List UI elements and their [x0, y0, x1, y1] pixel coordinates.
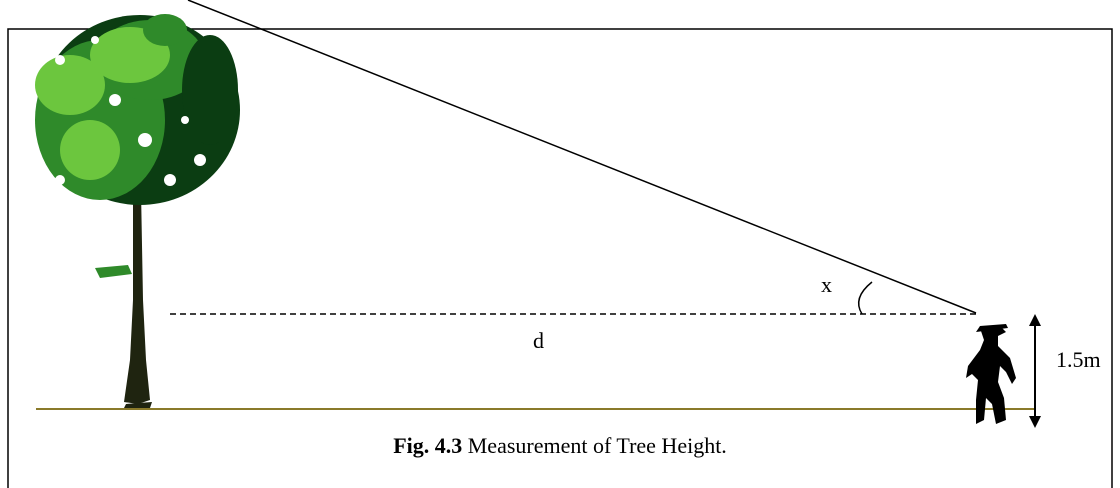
- sight-line: [187, 0, 977, 314]
- angle-label: x: [821, 272, 832, 297]
- angle-arc: [857, 281, 873, 315]
- figure-caption: Fig. 4.3 Measurement of Tree Height.: [0, 433, 1120, 459]
- figure-border: [7, 28, 1113, 488]
- height-label: 1.5m: [1056, 347, 1101, 372]
- figure-number: Fig. 4.3: [393, 433, 463, 458]
- height-arrow: [1029, 314, 1041, 428]
- distance-label: d: [533, 328, 544, 353]
- tree-icon: [35, 14, 240, 408]
- person-icon: [966, 324, 1016, 424]
- caption-text: Measurement of Tree Height.: [462, 433, 727, 458]
